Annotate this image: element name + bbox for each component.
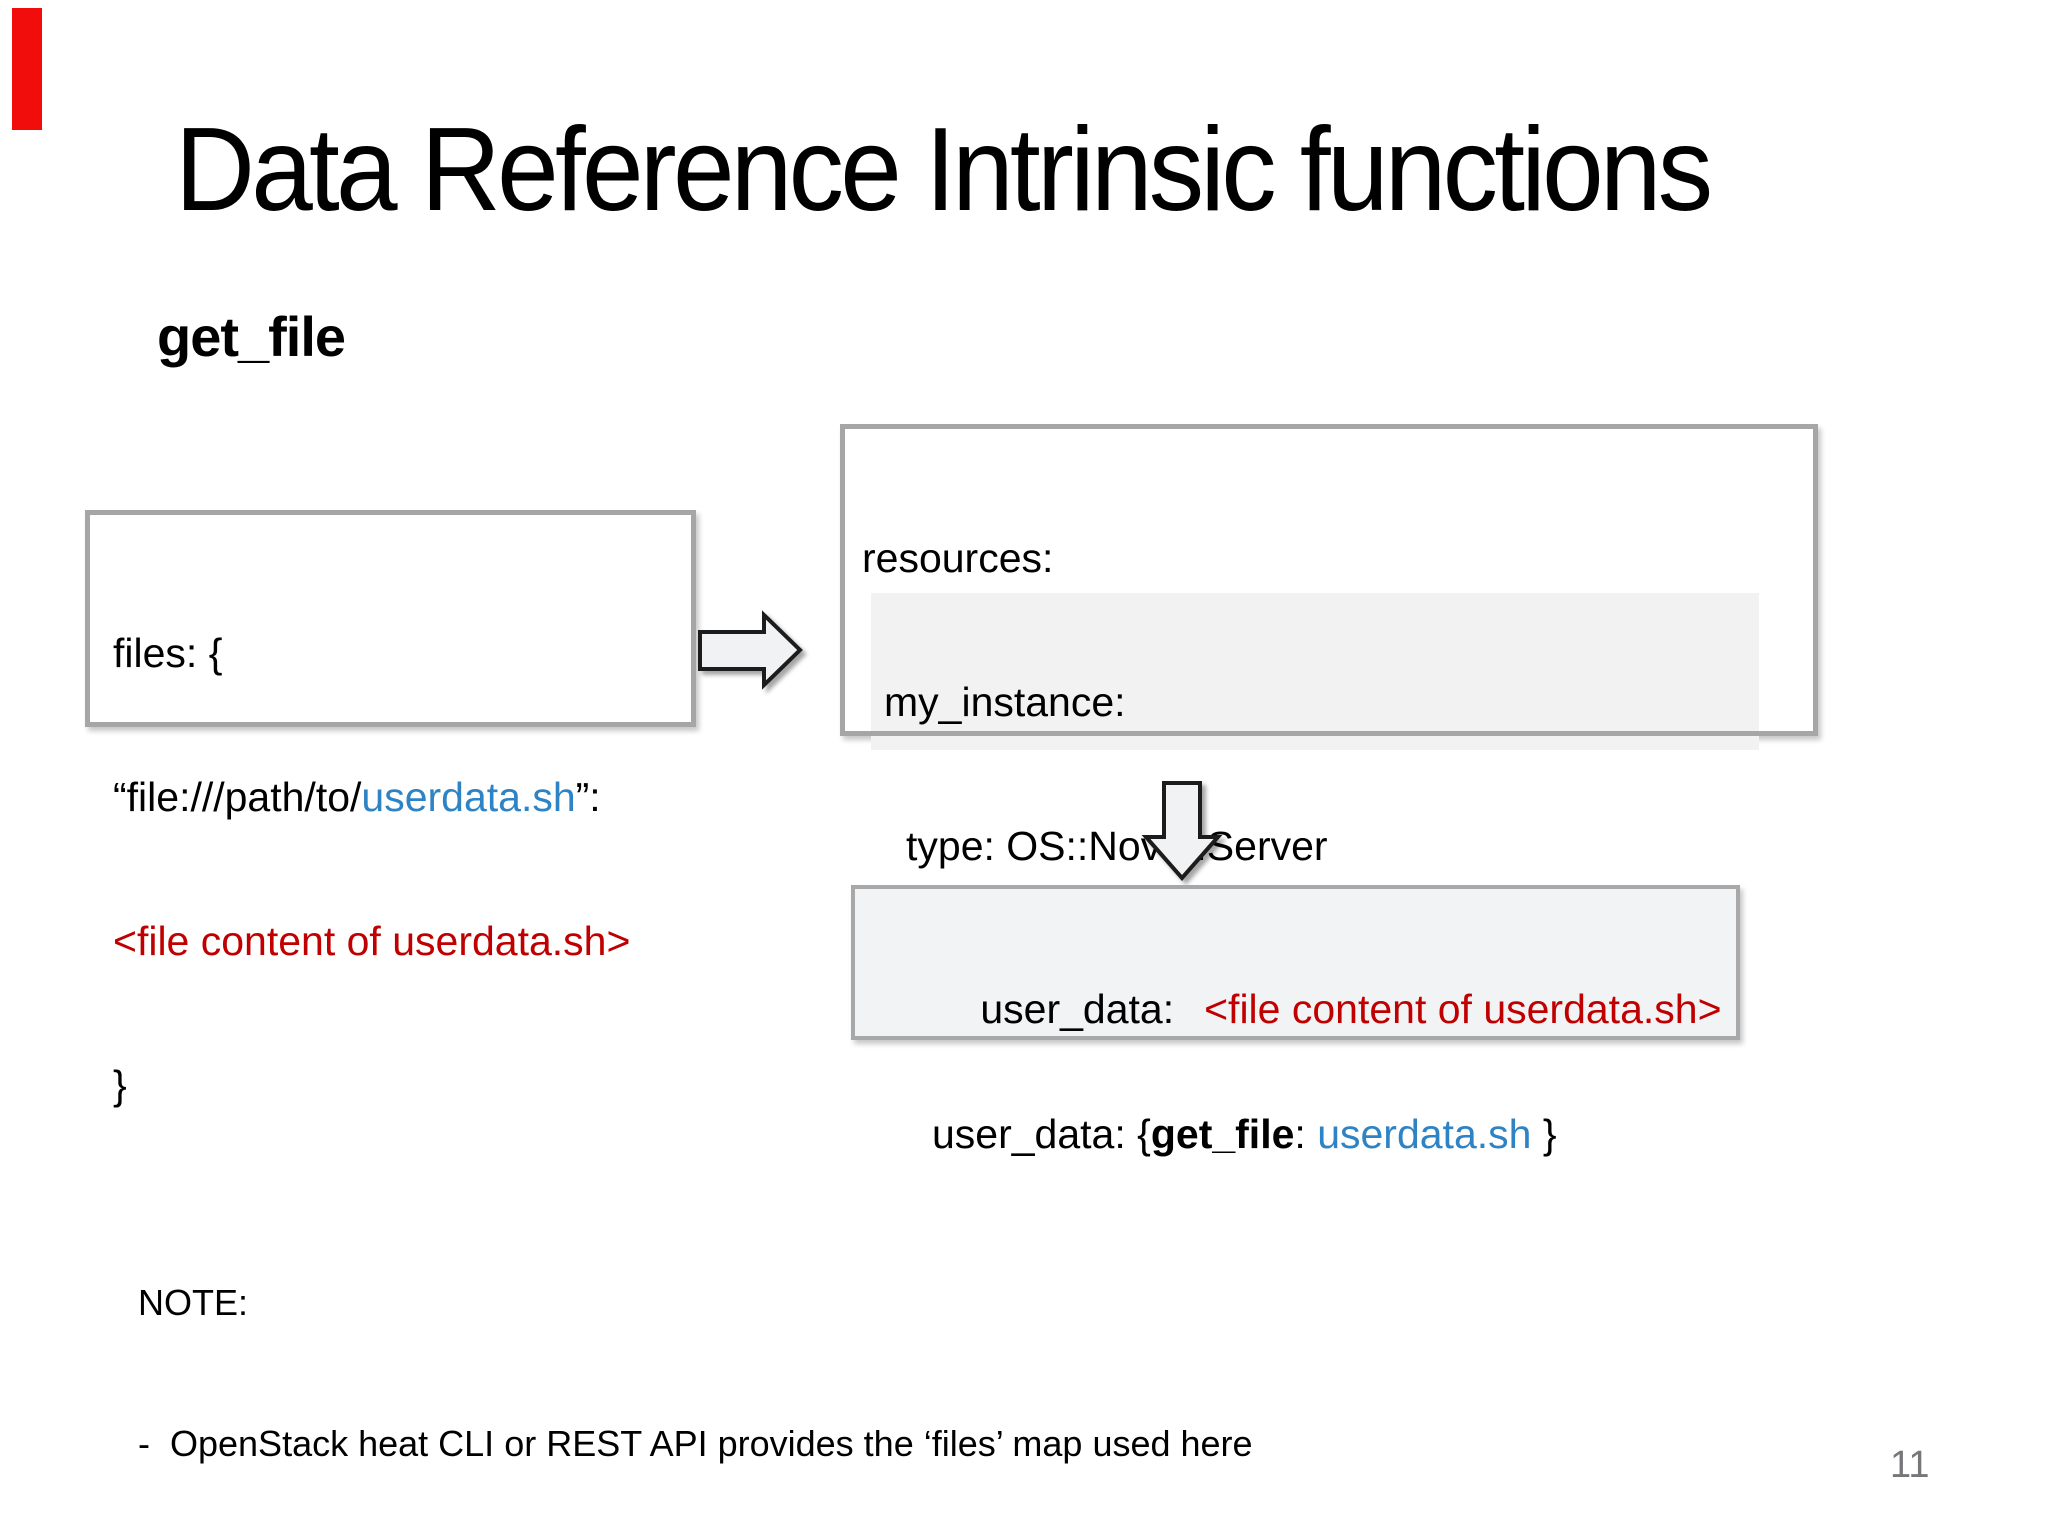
section-heading-get-file: get_file [157, 305, 346, 368]
note-heading: NOTE: [138, 1282, 249, 1323]
file-path-highlight: userdata.sh [361, 774, 576, 820]
red-accent-bar [12, 8, 42, 130]
userdata-file-reference: userdata.sh [1317, 1111, 1532, 1157]
user-data-result-box: user_data: <file content of userdata.sh> [851, 885, 1740, 1040]
page-number: 11 [1890, 1444, 1930, 1486]
note-item: - OpenStack heat CLI or REST API provide… [138, 1423, 1253, 1464]
get-file-function-name: get_file [1150, 1111, 1295, 1157]
file-content-placeholder: <file content of userdata.sh> [113, 918, 631, 964]
user-data-value: <file content of userdata.sh> [1204, 986, 1722, 1032]
files-map-code: files: { “file:///path/to/userdata.sh”: … [113, 533, 630, 1205]
code-line: type: OS::Nova::Server [906, 823, 1328, 869]
files-map-box: files: { “file:///path/to/userdata.sh”: … [85, 510, 696, 1108]
code-line: resources: [862, 535, 1054, 581]
down-arrow-icon [1141, 781, 1223, 882]
user-data-label: user_data: [980, 986, 1175, 1032]
code-line-user-data: user_data: {get_file: userdata.sh } [932, 1111, 1557, 1157]
slide-title: Data Reference Intrinsic functions [175, 103, 1713, 236]
code-line: my_instance: [884, 679, 1126, 725]
code-line: } [113, 1062, 127, 1108]
resources-box-border [840, 424, 1818, 736]
code-line: “file:///path/to/userdata.sh”: [113, 774, 601, 820]
user-data-result-line: user_data: <file content of userdata.sh> [912, 939, 1722, 1080]
code-line: files: { [113, 630, 223, 676]
right-arrow-icon [698, 610, 803, 690]
note-block: NOTE: - OpenStack heat CLI or REST API p… [138, 1185, 1253, 1536]
properties-highlight-band [871, 593, 1759, 750]
